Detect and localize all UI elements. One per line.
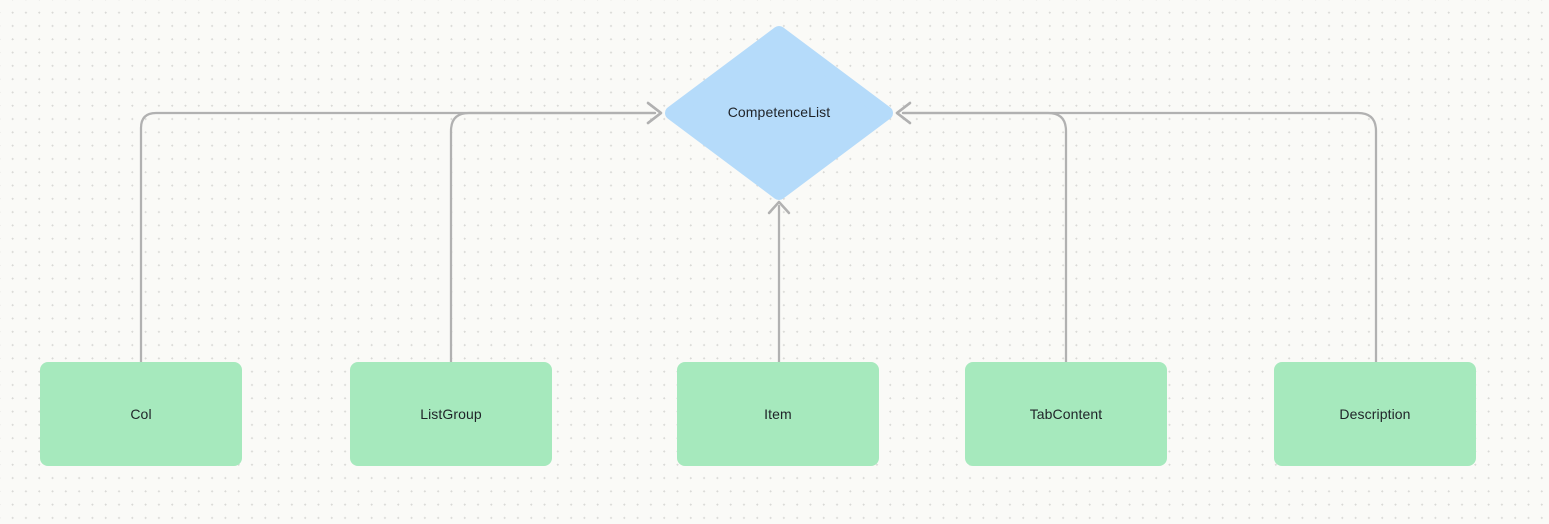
edge-item-to-competencelist[interactable] — [767, 200, 791, 365]
node-col[interactable]: Col — [40, 362, 242, 466]
edge-tabcontent-line — [901, 111, 1068, 365]
edge-item-arrowhead-icon — [767, 200, 791, 215]
node-item-label: Item — [764, 406, 792, 422]
node-listgroup[interactable]: ListGroup — [350, 362, 552, 466]
edge-description-arrowhead-icon — [895, 101, 912, 125]
edge-col-to-competencelist[interactable] — [139, 101, 663, 365]
edge-description-line — [901, 111, 1378, 365]
node-item[interactable]: Item — [677, 362, 879, 466]
competencelist-diamond-shape — [665, 26, 893, 200]
edge-col-line — [139, 111, 657, 365]
node-tabcontent-label: TabContent — [1029, 406, 1103, 422]
node-description[interactable]: Description — [1274, 362, 1476, 466]
edge-description-to-competencelist[interactable] — [895, 101, 1378, 365]
edge-listgroup-line — [449, 111, 657, 365]
node-tabcontent[interactable]: TabContent — [965, 362, 1167, 466]
node-competencelist[interactable] — [665, 26, 893, 200]
edge-tabcontent-to-competencelist[interactable] — [895, 101, 1068, 365]
edge-listgroup-arrowhead-icon — [646, 101, 663, 125]
edge-listgroup-to-competencelist[interactable] — [449, 101, 663, 365]
node-col-label: Col — [130, 406, 152, 422]
node-listgroup-label: ListGroup — [420, 406, 482, 422]
node-description-label: Description — [1339, 406, 1411, 422]
